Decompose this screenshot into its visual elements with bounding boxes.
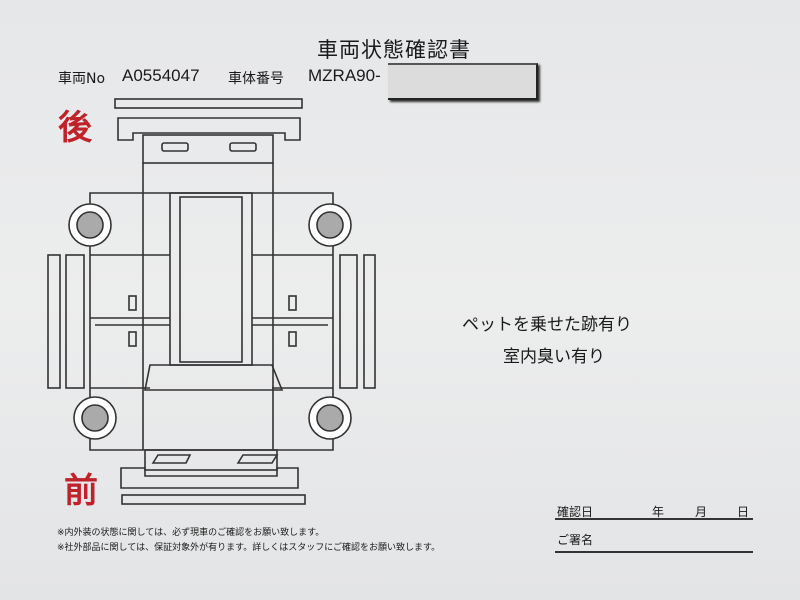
roof (169, 192, 253, 366)
note-odor: 室内臭い有り (503, 347, 605, 367)
note-pet: ペットを乗せた跡有り (462, 315, 632, 335)
front-bumper-bar (121, 494, 306, 505)
signature-line[interactable] (555, 551, 753, 553)
rear-bumper (117, 117, 301, 141)
chassis-no-label: 車体番号 (228, 71, 284, 87)
redaction-sticker (388, 63, 538, 100)
year-label: 年 (652, 505, 665, 519)
chassis-no-value: MZRA90- (308, 66, 381, 85)
month-label: 月 (695, 505, 708, 519)
front-bumper (120, 467, 299, 489)
tail-light-left (161, 142, 189, 152)
hood (144, 449, 278, 471)
windshield (144, 364, 284, 391)
date-line (555, 518, 753, 520)
rear-bumper-bar (114, 98, 303, 109)
signature-label: ご署名 (557, 533, 594, 547)
confirm-date-label: 確認日 (557, 505, 594, 519)
trunk (142, 134, 274, 164)
tail-light-right (229, 142, 257, 152)
wheels (68, 203, 352, 440)
body-outline (89, 192, 334, 451)
day-label: 日 (737, 505, 750, 519)
rear-label: 後 (58, 108, 92, 148)
footnote-1: ※内外装の状態に関しては、必ず現車のご確認をお願い致します。 (57, 528, 325, 538)
front-label: 前 (64, 471, 98, 511)
document-title: 車両状態確認書 (317, 38, 471, 62)
vehicle-no-label: 車両No (58, 71, 106, 87)
vehicle-no-value: A0554047 (122, 66, 200, 85)
footnote-2: ※社外部品に関しては、保証対象外が有ります。詳しくはスタッフにご確認をお願い致し… (57, 543, 441, 553)
